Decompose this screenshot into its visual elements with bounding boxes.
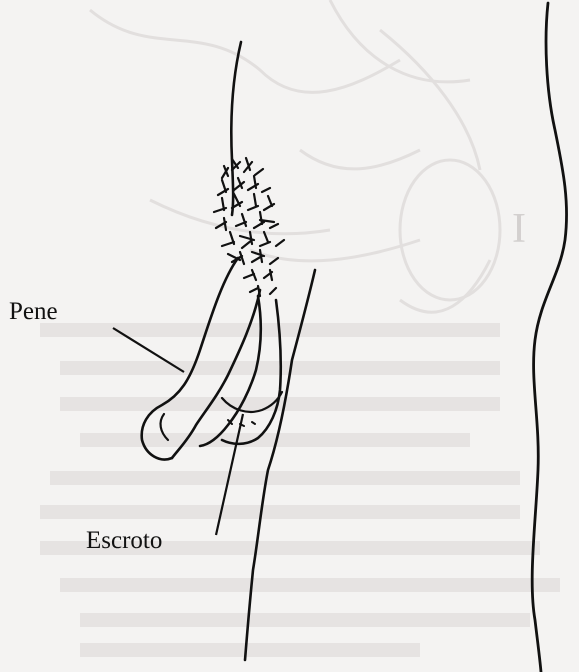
pene-leader	[113, 328, 184, 372]
glans	[161, 414, 168, 440]
body-contour	[532, 3, 566, 672]
scrotum-fold	[222, 392, 282, 412]
label-escroto: Escroto	[86, 527, 162, 555]
penis-underside	[172, 290, 260, 458]
label-pene: Pene	[9, 298, 58, 326]
pubic-hair	[214, 158, 284, 296]
escroto-leader	[216, 414, 243, 535]
